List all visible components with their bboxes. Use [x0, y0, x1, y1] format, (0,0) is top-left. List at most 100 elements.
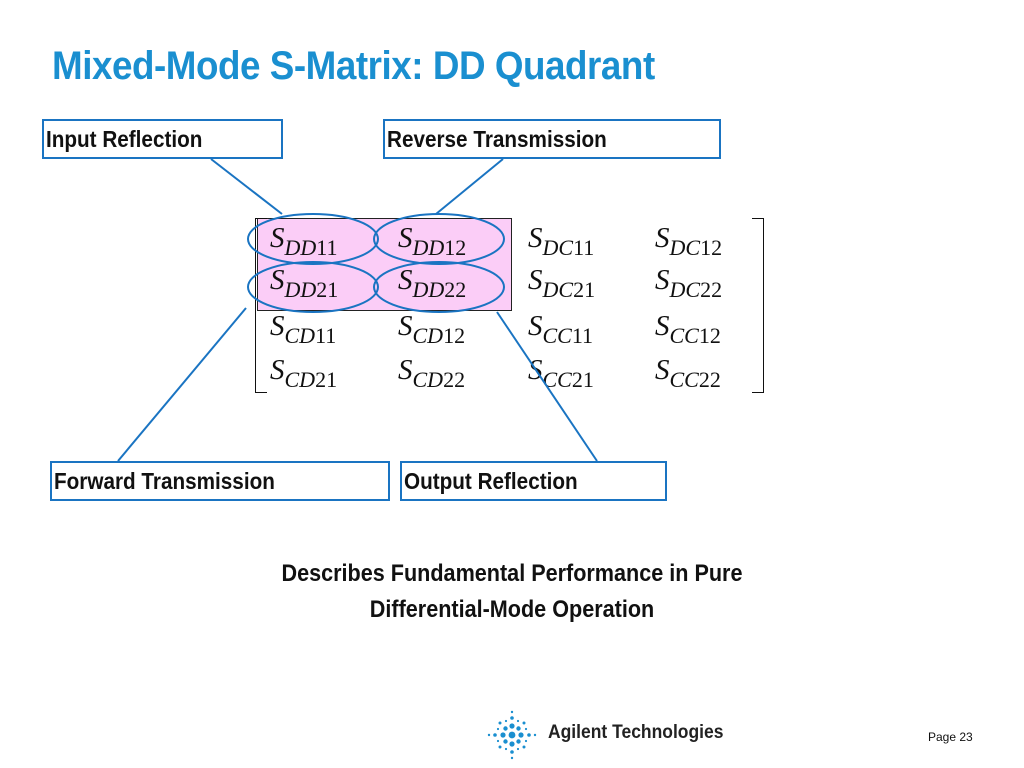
agilent-spark-icon [487, 710, 537, 760]
s-symbol: S [528, 310, 543, 342]
caption-line-2: Differential-Mode Operation [369, 596, 655, 623]
output-reflection-label: Output Reflection [400, 461, 667, 501]
mode-subscript: DC [669, 277, 701, 302]
input-reflection-label: Input Reflection [42, 119, 283, 159]
s-symbol: S [655, 310, 670, 342]
mode-subscript: DD [284, 235, 317, 260]
s-subscript: CC22 [670, 367, 721, 392]
ellipse-sdd11 [247, 213, 379, 265]
s-symbol: S [398, 310, 413, 342]
port-index-subscript: 12 [700, 235, 723, 260]
mode-subscript: CD [412, 323, 444, 348]
port-index-subscript: 12 [444, 235, 467, 260]
mode-subscript: CD [284, 323, 316, 348]
s-subscript: DD22 [413, 277, 467, 302]
s-symbol: S [270, 354, 285, 386]
connector-forward-transmission [117, 307, 247, 462]
caption-line-1: Describes Fundamental Performance in Pur… [281, 560, 743, 587]
matrix-right-bracket [752, 218, 764, 393]
connector-reverse-transmission [435, 158, 504, 215]
s-matrix-element: SCD22 [398, 354, 465, 391]
page-number: Page 23 [928, 730, 973, 744]
s-symbol: S [528, 222, 543, 254]
s-subscript: DD12 [413, 235, 467, 260]
mode-subscript: CC [669, 323, 699, 348]
mode-subscript: DD [412, 277, 445, 302]
caption: Describes Fundamental Performance in Pur… [0, 556, 1024, 628]
s-subscript: CD21 [285, 367, 338, 392]
input-reflection-text: Input Reflection [46, 126, 203, 152]
ellipse-sdd21 [247, 261, 379, 313]
matrix-left-bracket [255, 218, 267, 393]
mode-subscript: CC [669, 367, 699, 392]
s-subscript: CD12 [413, 323, 466, 348]
s-matrix-element: SCD21 [270, 354, 337, 391]
port-index-subscript: 12 [443, 323, 466, 348]
s-subscript: CC11 [543, 323, 594, 348]
port-index-subscript: 21 [315, 367, 338, 392]
ellipse-sdd22 [373, 261, 505, 313]
port-index-subscript: 11 [573, 235, 595, 260]
s-subscript: DD21 [285, 277, 339, 302]
s-symbol: S [398, 354, 413, 386]
s-symbol: S [270, 222, 285, 254]
port-index-subscript: 22 [444, 277, 467, 302]
s-matrix-element: SDD21 [270, 264, 338, 301]
s-symbol: S [270, 310, 285, 342]
s-symbol: S [655, 222, 670, 254]
s-symbol: S [398, 264, 413, 296]
port-index-subscript: 12 [698, 323, 721, 348]
mode-subscript: CD [412, 367, 444, 392]
reverse-transmission-text: Reverse Transmission [387, 126, 607, 152]
s-matrix-element: SCC11 [528, 310, 593, 347]
port-index-subscript: 22 [443, 367, 466, 392]
s-symbol: S [655, 354, 670, 386]
company-name: Agilent Technologies [548, 722, 724, 743]
s-matrix-element: SCC12 [655, 310, 721, 347]
s-subscript: DD11 [285, 235, 338, 260]
forward-transmission-label: Forward Transmission [50, 461, 390, 501]
s-matrix-element: SDC11 [528, 222, 594, 259]
output-reflection-text: Output Reflection [404, 468, 578, 494]
s-symbol: S [398, 222, 413, 254]
s-matrix-element: SCC22 [655, 354, 721, 391]
mode-subscript: DD [284, 277, 317, 302]
s-matrix-element: SDC22 [655, 264, 722, 301]
s-symbol: S [528, 264, 543, 296]
mode-subscript: CC [542, 367, 572, 392]
s-matrix-element: SDD22 [398, 264, 466, 301]
port-index-subscript: 22 [698, 367, 721, 392]
port-index-subscript: 21 [571, 367, 594, 392]
s-subscript: DC11 [543, 235, 595, 260]
port-index-subscript: 21 [316, 277, 339, 302]
port-index-subscript: 11 [315, 323, 337, 348]
s-matrix-element: SDC12 [655, 222, 722, 259]
connector-output-reflection [496, 311, 598, 462]
s-matrix-element: SCD11 [270, 310, 336, 347]
mode-subscript: CC [542, 323, 572, 348]
s-subscript: CD11 [285, 323, 337, 348]
port-index-subscript: 22 [700, 277, 723, 302]
mode-subscript: DD [412, 235, 445, 260]
mode-subscript: DC [542, 277, 574, 302]
slide-title: Mixed-Mode S-Matrix: DD Quadrant [52, 44, 655, 88]
s-subscript: CD22 [413, 367, 466, 392]
s-symbol: S [270, 264, 285, 296]
s-matrix-element: SCD12 [398, 310, 465, 347]
s-matrix-element: SDD12 [398, 222, 466, 259]
s-subscript: DC22 [670, 277, 723, 302]
mode-subscript: CD [284, 367, 316, 392]
ellipse-sdd12 [373, 213, 505, 265]
s-symbol: S [655, 264, 670, 296]
port-index-subscript: 11 [571, 323, 594, 348]
s-subscript: CC21 [543, 367, 594, 392]
s-matrix-element: SDC21 [528, 264, 595, 301]
s-matrix-element: SDD11 [270, 222, 337, 259]
reverse-transmission-label: Reverse Transmission [383, 119, 721, 159]
s-subscript: DC21 [543, 277, 596, 302]
port-index-subscript: 21 [573, 277, 596, 302]
connector-input-reflection [210, 158, 283, 215]
port-index-subscript: 11 [316, 235, 338, 260]
forward-transmission-text: Forward Transmission [54, 468, 275, 494]
